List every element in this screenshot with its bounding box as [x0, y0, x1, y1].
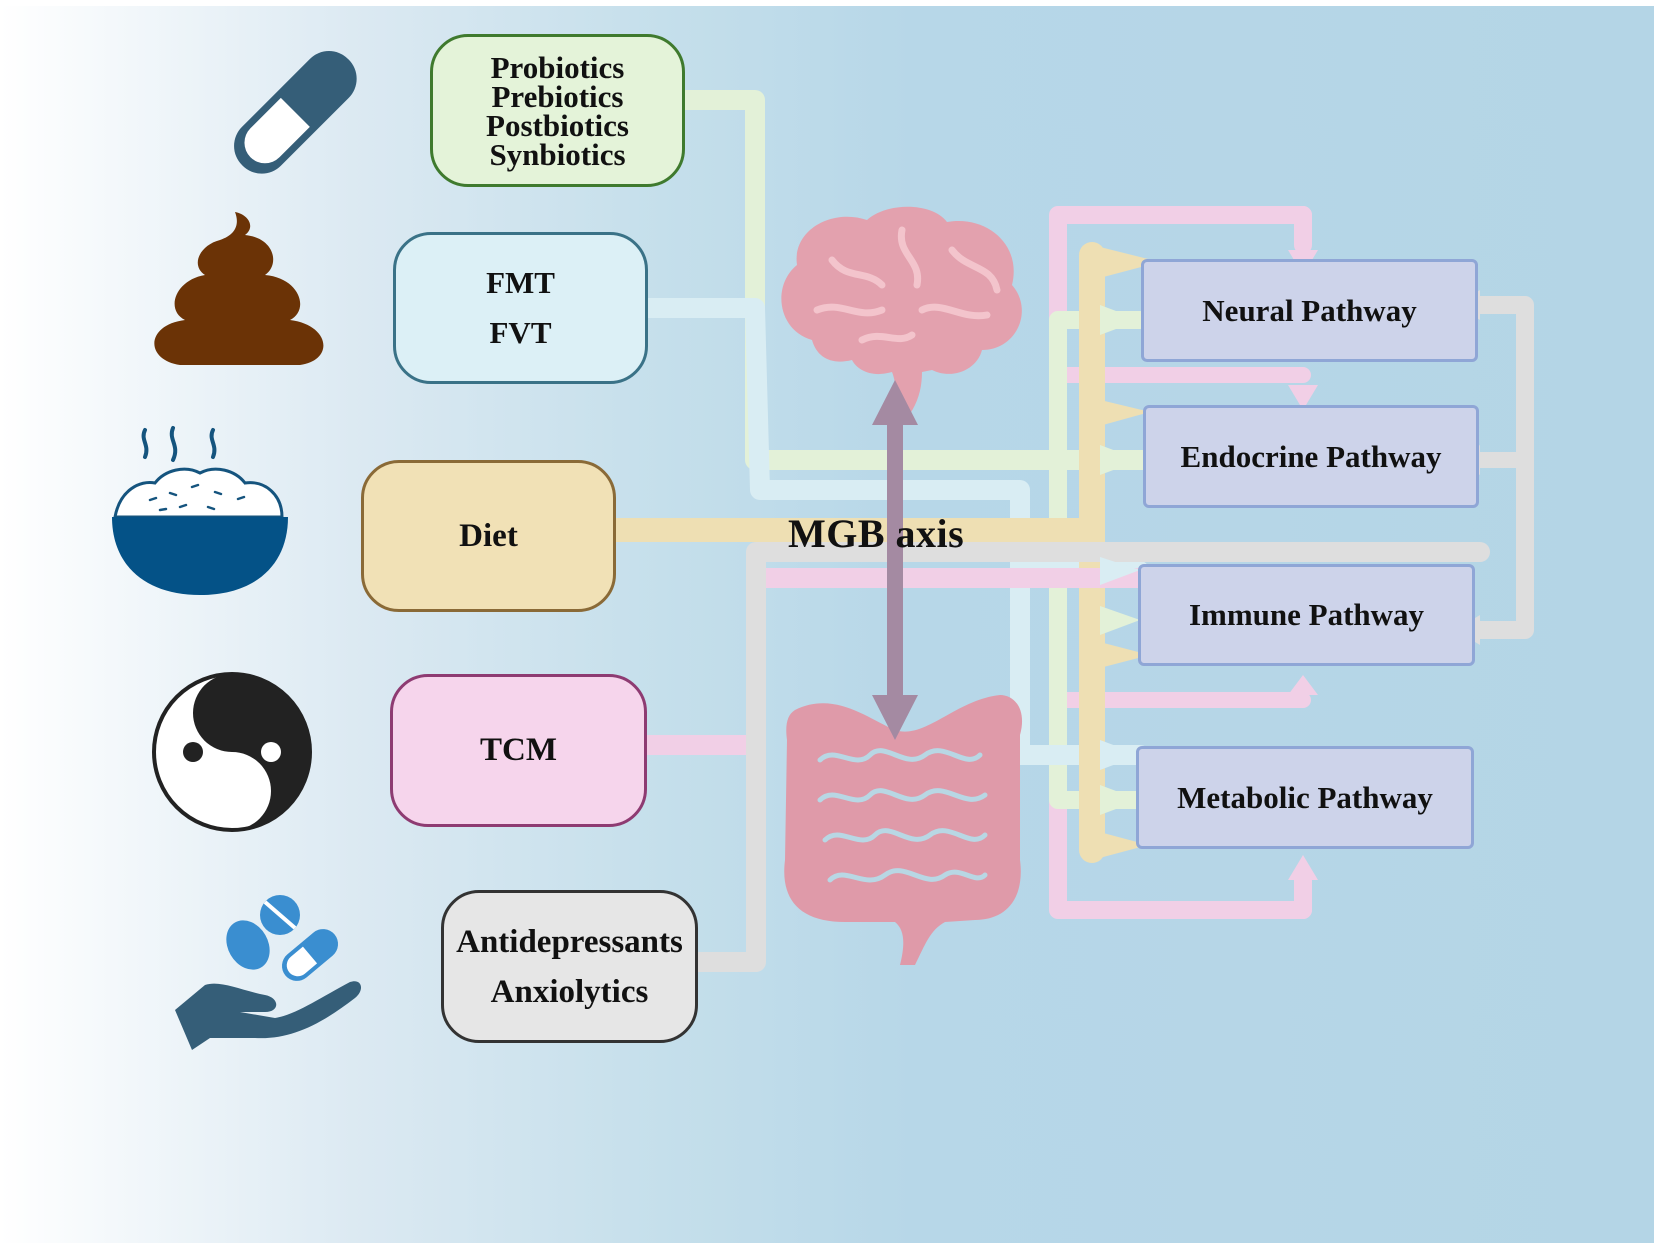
endocrine-pathway-box: Endocrine Pathway — [1143, 405, 1479, 508]
diet-label: Diet — [459, 517, 518, 554]
drug-connector — [688, 542, 1490, 972]
metabolic-pathway-box: Metabolic Pathway — [1136, 746, 1474, 849]
biotics-line-prebiotics: Prebiotics — [491, 78, 624, 114]
antidepressants-label: Antidepressants — [456, 923, 683, 960]
yin-yang-icon — [152, 672, 312, 832]
fmt-label: FMT — [486, 265, 555, 300]
biotics-line-synbiotics: Synbiotics — [489, 136, 626, 172]
neural-pathway-box: Neural Pathway — [1141, 259, 1478, 362]
biotics-line-probiotics: Probiotics — [490, 49, 625, 85]
rice-bowl-icon — [112, 426, 288, 595]
biotics-connector — [675, 90, 1160, 470]
stool-icon — [154, 212, 324, 365]
tcm-box: TCM — [390, 674, 647, 827]
fvt-label: FVT — [489, 315, 552, 350]
mgb-axis-arrow — [872, 380, 918, 740]
metabolic-pathway-label: Metabolic Pathway — [1177, 779, 1433, 815]
immune-pathway-box: Immune Pathway — [1138, 564, 1475, 666]
diet-box: Diet — [361, 460, 616, 612]
intestine-icon — [784, 695, 1023, 965]
endocrine-pathway-label: Endocrine Pathway — [1180, 438, 1442, 474]
immune-pathway-label: Immune Pathway — [1188, 597, 1425, 632]
neural-pathway-label: Neural Pathway — [1202, 292, 1417, 328]
brain-icon — [781, 206, 1022, 420]
mgb-axis-label: MGB axis — [788, 511, 965, 556]
pills-hand-icon — [175, 895, 362, 1050]
tcm-label: TCM — [480, 732, 557, 768]
biotics-box: Probiotics Prebiotics Postbiotics Synbio… — [430, 34, 685, 187]
fmt-box: FMT FVT — [393, 232, 648, 384]
biotics-line-postbiotics: Postbiotics — [486, 107, 629, 143]
capsule-icon — [234, 51, 357, 174]
drug-box: Antidepressants Anxiolytics — [441, 890, 698, 1043]
anxiolytics-label: Anxiolytics — [490, 973, 649, 1010]
